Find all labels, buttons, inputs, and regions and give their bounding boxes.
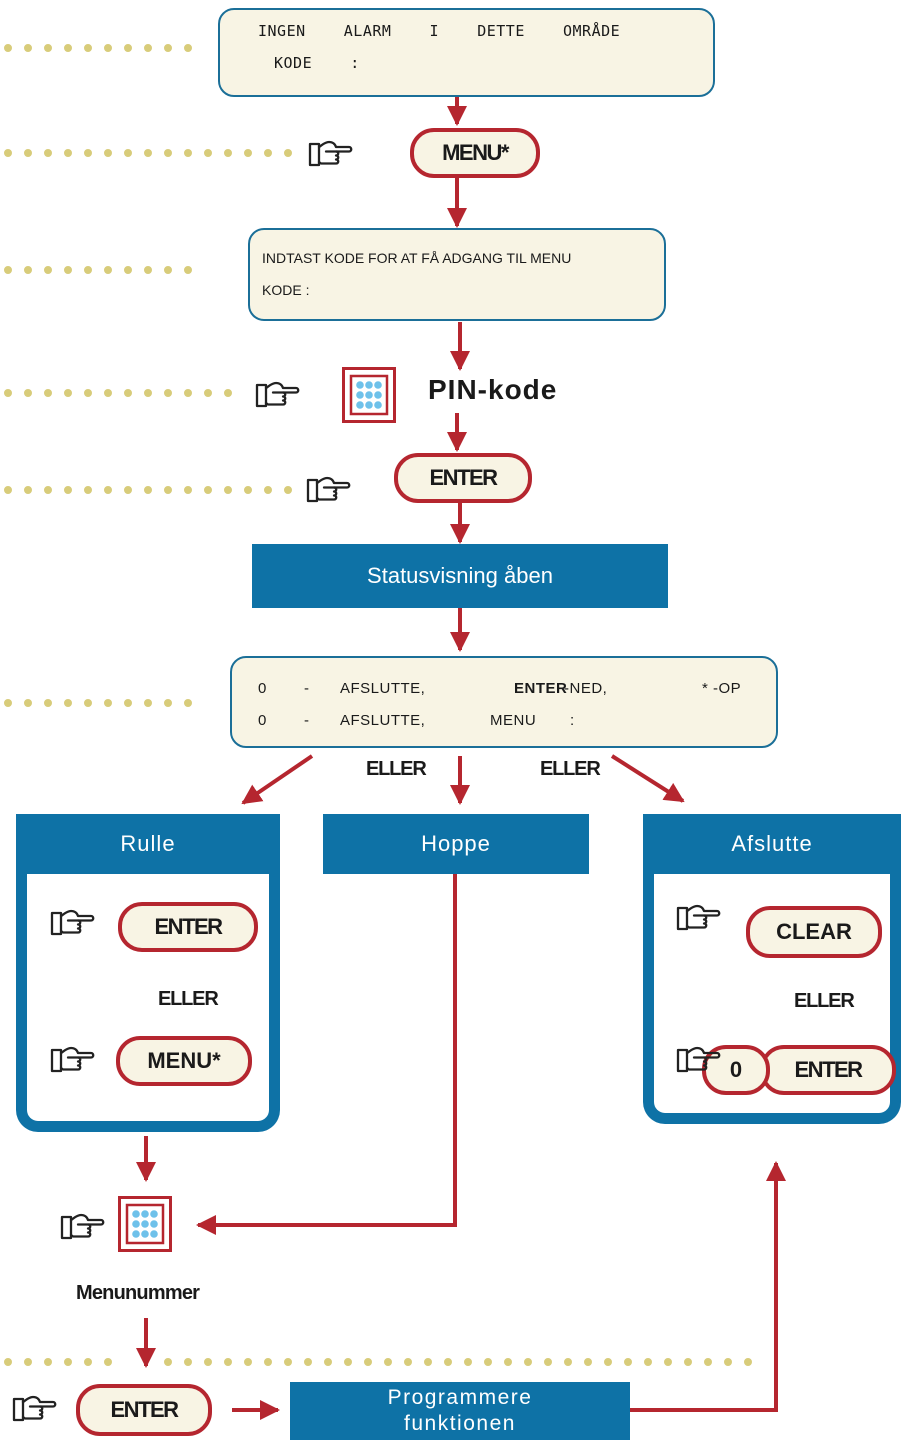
display-enter-code: INDTAST KODE FOR AT FÅ ADGANG TIL MENU K… [248,228,666,321]
pin-code-label: PIN-kode [428,374,558,405]
pointing-hand-icon [676,903,722,936]
pointing-hand-icon [306,475,352,508]
flow-arrows [136,97,786,1420]
rulle-header: Rulle [16,814,280,874]
display-cell: 0 [258,712,267,729]
keypad-icon[interactable] [118,1196,172,1257]
display-cell: AFSLUTTE, [340,680,426,697]
display-cell: * -OP [702,680,742,697]
enter-key[interactable]: ENTER [760,1045,896,1095]
pointing-hand-icon [12,1394,58,1427]
eller-label: ELLER [158,988,219,1010]
programmere-line: Programmere [387,1386,533,1409]
display-line: KODE : [262,282,310,298]
display-line: INGEN ALARM I DETTE OMRÅDE [258,22,621,40]
pointing-hand-icon [676,1045,722,1078]
pointing-hand-icon [50,908,96,941]
enter-key[interactable]: ENTER [394,453,532,503]
arrow-to-rulle [241,754,314,805]
display-cell: - [304,712,310,729]
display-cell: -NED, [564,680,608,697]
eller-label: ELLER [366,758,427,780]
pointing-hand-icon [255,380,301,413]
display-cell: : [570,712,575,729]
clear-key[interactable]: CLEAR [746,906,882,958]
menu-key[interactable]: MENU* [116,1036,252,1086]
pointing-hand-icon [50,1045,96,1078]
display-line: KODE : [274,54,360,72]
arrow-to-afslutte [610,754,685,803]
arrow-programmere-afslutte [630,1161,786,1412]
hoppe-header: Hoppe [323,814,589,874]
programmere-bar: Programmere funktionen [290,1382,630,1440]
enter-key[interactable]: ENTER [76,1384,212,1436]
display-cell: - [304,680,310,697]
enter-key[interactable]: ENTER [118,902,258,952]
arrow-hoppe-keypad [196,862,457,1235]
display-no-alarm: INGEN ALARM I DETTE OMRÅDE KODE : [218,8,715,97]
dotted-guides [4,44,772,1366]
keypad-icon[interactable] [342,367,396,428]
display-cell: AFSLUTTE, [340,712,426,729]
pointing-hand-icon [308,139,354,172]
display-cell-bold: ENTER [514,680,568,697]
display-cell: MENU [490,712,537,729]
afslutte-header: Afslutte [643,814,901,874]
menu-key[interactable]: MENU* [410,128,540,178]
status-view-open-bar: Statusvisning åben [252,544,668,608]
display-cell: 0 [258,680,267,697]
menu-number-label: Menunummer [76,1282,200,1304]
eller-label: ELLER [540,758,601,780]
programmere-line: funktionen [404,1412,516,1435]
eller-label: ELLER [794,990,855,1012]
pointing-hand-icon [60,1212,106,1245]
display-status-menu: 0 - AFSLUTTE, ENTER -NED, * -OP 0 - AFSL… [230,656,778,748]
display-line: INDTAST KODE FOR AT FÅ ADGANG TIL MENU [262,250,572,266]
